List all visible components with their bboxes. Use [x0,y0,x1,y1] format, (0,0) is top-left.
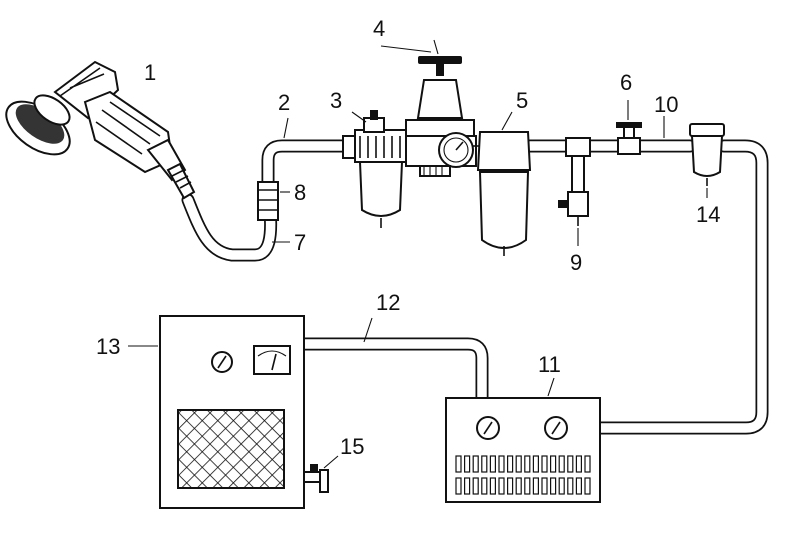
label-12: 12 [376,290,400,315]
label-4: 4 [373,16,385,41]
vent-slot [575,455,583,473]
label-14: 14 [696,202,720,227]
drain-tap [303,464,329,493]
refrigerated-air-dryer [159,315,305,509]
label-5: 5 [516,88,528,113]
label-11: 11 [538,352,561,377]
vent-slot [507,477,514,495]
vent-slot [541,455,548,473]
label-13: 13 [96,334,120,359]
vent-slot [532,477,540,495]
vent-slot [507,455,514,473]
air-compressor [445,397,601,503]
vent-slot [558,477,565,495]
vent-slot [464,477,471,495]
pipe-12 [297,337,489,405]
vent-slot [464,455,471,473]
vent-slot [489,455,496,473]
vent-slot [567,477,574,495]
vent-slot [584,477,591,495]
vent-slot [524,477,531,495]
callout-labels: 1 2 3 4 5 6 7 8 9 10 11 12 13 14 15 [96,16,720,459]
vent-slot [515,455,522,473]
vent-slot [558,455,565,473]
vent-slot [584,455,591,473]
vent-slot [575,477,583,495]
label-1: 1 [144,60,156,85]
label-8: 8 [294,180,306,205]
label-3: 3 [330,88,342,113]
vent-slot [524,455,531,473]
hose-coupling [257,181,279,221]
vent-slot [472,455,479,473]
drain-valve-tee [558,137,591,226]
vent-slot [515,477,522,495]
vent-slot [549,477,557,495]
label-10: 10 [654,92,678,117]
vent-slot [481,455,488,473]
ball-valve [616,122,642,155]
vent-slot [472,477,479,495]
vent-slot [455,477,462,495]
vent-slot [455,455,462,473]
label-2: 2 [278,90,290,115]
label-15: 15 [340,434,364,459]
vent-slot [541,477,548,495]
label-7: 7 [294,230,306,255]
compressor-vents [455,455,591,495]
vent-slot [481,477,488,495]
orbital-sander [5,60,196,200]
vent-slot [567,455,574,473]
vent-slot [489,477,496,495]
pressure-regulator [405,56,477,177]
air-filter [342,110,408,228]
pipe-10-return [593,139,769,435]
vent-slot [498,477,505,495]
hose-7-to-sander [181,193,278,262]
vent-slot [498,455,505,473]
vent-slot [549,455,557,473]
callout-leaders [128,39,708,469]
lubricator [472,131,532,256]
label-6: 6 [620,70,632,95]
vent-slot [532,455,540,473]
hose-2 [261,139,355,189]
label-9: 9 [570,250,582,275]
point-filter [689,123,725,186]
